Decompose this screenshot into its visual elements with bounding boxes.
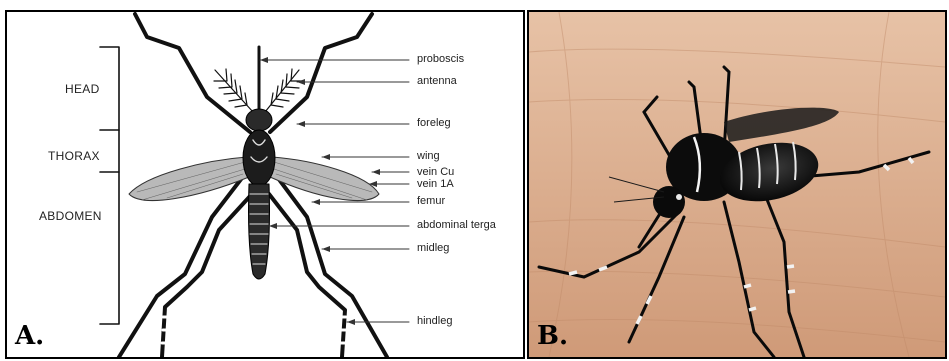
part-label-hindleg: hindleg <box>417 315 452 327</box>
part-label-vein-1a: vein 1A <box>417 178 454 190</box>
region-label-head: HEAD <box>65 82 100 96</box>
region-label-thorax: THORAX <box>48 149 100 163</box>
mosquito-photo-illustration <box>529 12 945 357</box>
part-label-antenna: antenna <box>417 75 457 87</box>
part-label-femur: femur <box>417 195 445 207</box>
part-label-vein-cu: vein Cu <box>417 166 454 178</box>
part-label-foreleg: foreleg <box>417 117 451 129</box>
head-shape <box>246 109 272 131</box>
region-brackets <box>100 47 119 324</box>
part-label-midleg: midleg <box>417 242 449 254</box>
abdomen-shape <box>249 184 270 279</box>
panel-b-letter: B. <box>537 321 568 351</box>
region-label-abdomen: ABDOMEN <box>39 209 102 223</box>
part-label-proboscis: proboscis <box>417 53 464 65</box>
panel-b-mosquito-photo: B. <box>527 10 947 359</box>
part-label-wing: wing <box>417 150 440 162</box>
part-label-abdominal-terga: abdominal terga <box>417 219 496 231</box>
panel-a-letter: A. <box>15 321 44 351</box>
panel-a-anatomy-diagram: HEAD THORAX ABDOMEN proboscis antenna fo… <box>5 10 525 359</box>
thorax-shape <box>243 130 275 186</box>
